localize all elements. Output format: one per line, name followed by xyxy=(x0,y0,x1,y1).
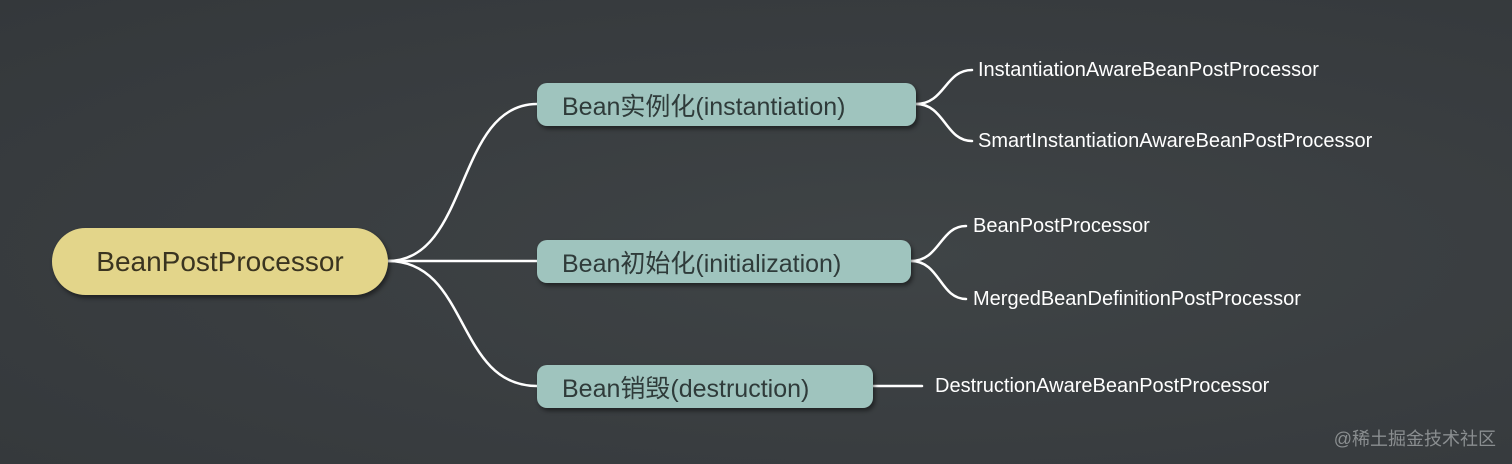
leaf-merged-bean-definition-pp[interactable]: MergedBeanDefinitionPostProcessor xyxy=(973,288,1301,310)
leaf-bean-post-processor[interactable]: BeanPostProcessor xyxy=(973,215,1150,237)
connector-root-to-destruction xyxy=(386,259,539,388)
leaf-destruction-aware-bpp[interactable]: DestructionAwareBeanPostProcessor xyxy=(935,375,1270,397)
connector-instantiation-to-leaf-1 xyxy=(914,68,974,106)
leaf-instantiation-aware-bpp[interactable]: InstantiationAwareBeanPostProcessor xyxy=(978,59,1319,81)
branch-node-instantiation[interactable]: Bean实例化(instantiation) xyxy=(537,83,916,126)
connector-initialization-to-leaf-2 xyxy=(909,259,968,301)
branch-node-initialization[interactable]: Bean初始化(initialization) xyxy=(537,240,911,283)
connector-initialization-to-leaf-1 xyxy=(909,224,968,263)
root-node-label: BeanPostProcessor xyxy=(96,245,344,277)
leaf-smart-instantiation-aware-bpp[interactable]: SmartInstantiationAwareBeanPostProcessor xyxy=(978,130,1373,152)
connector-root-to-instantiation xyxy=(386,102,539,263)
branch-node-destruction[interactable]: Bean销毁(destruction) xyxy=(537,365,873,408)
branch-label-destruction: Bean销毁(destruction) xyxy=(562,374,810,403)
branch-label-instantiation: Bean实例化(instantiation) xyxy=(562,92,846,121)
branch-label-initialization: Bean初始化(initialization) xyxy=(562,249,842,278)
connector-instantiation-to-leaf-2 xyxy=(914,102,974,143)
watermark-text: @稀土掘金技术社区 xyxy=(1333,429,1496,449)
root-node[interactable]: BeanPostProcessor xyxy=(52,228,388,295)
